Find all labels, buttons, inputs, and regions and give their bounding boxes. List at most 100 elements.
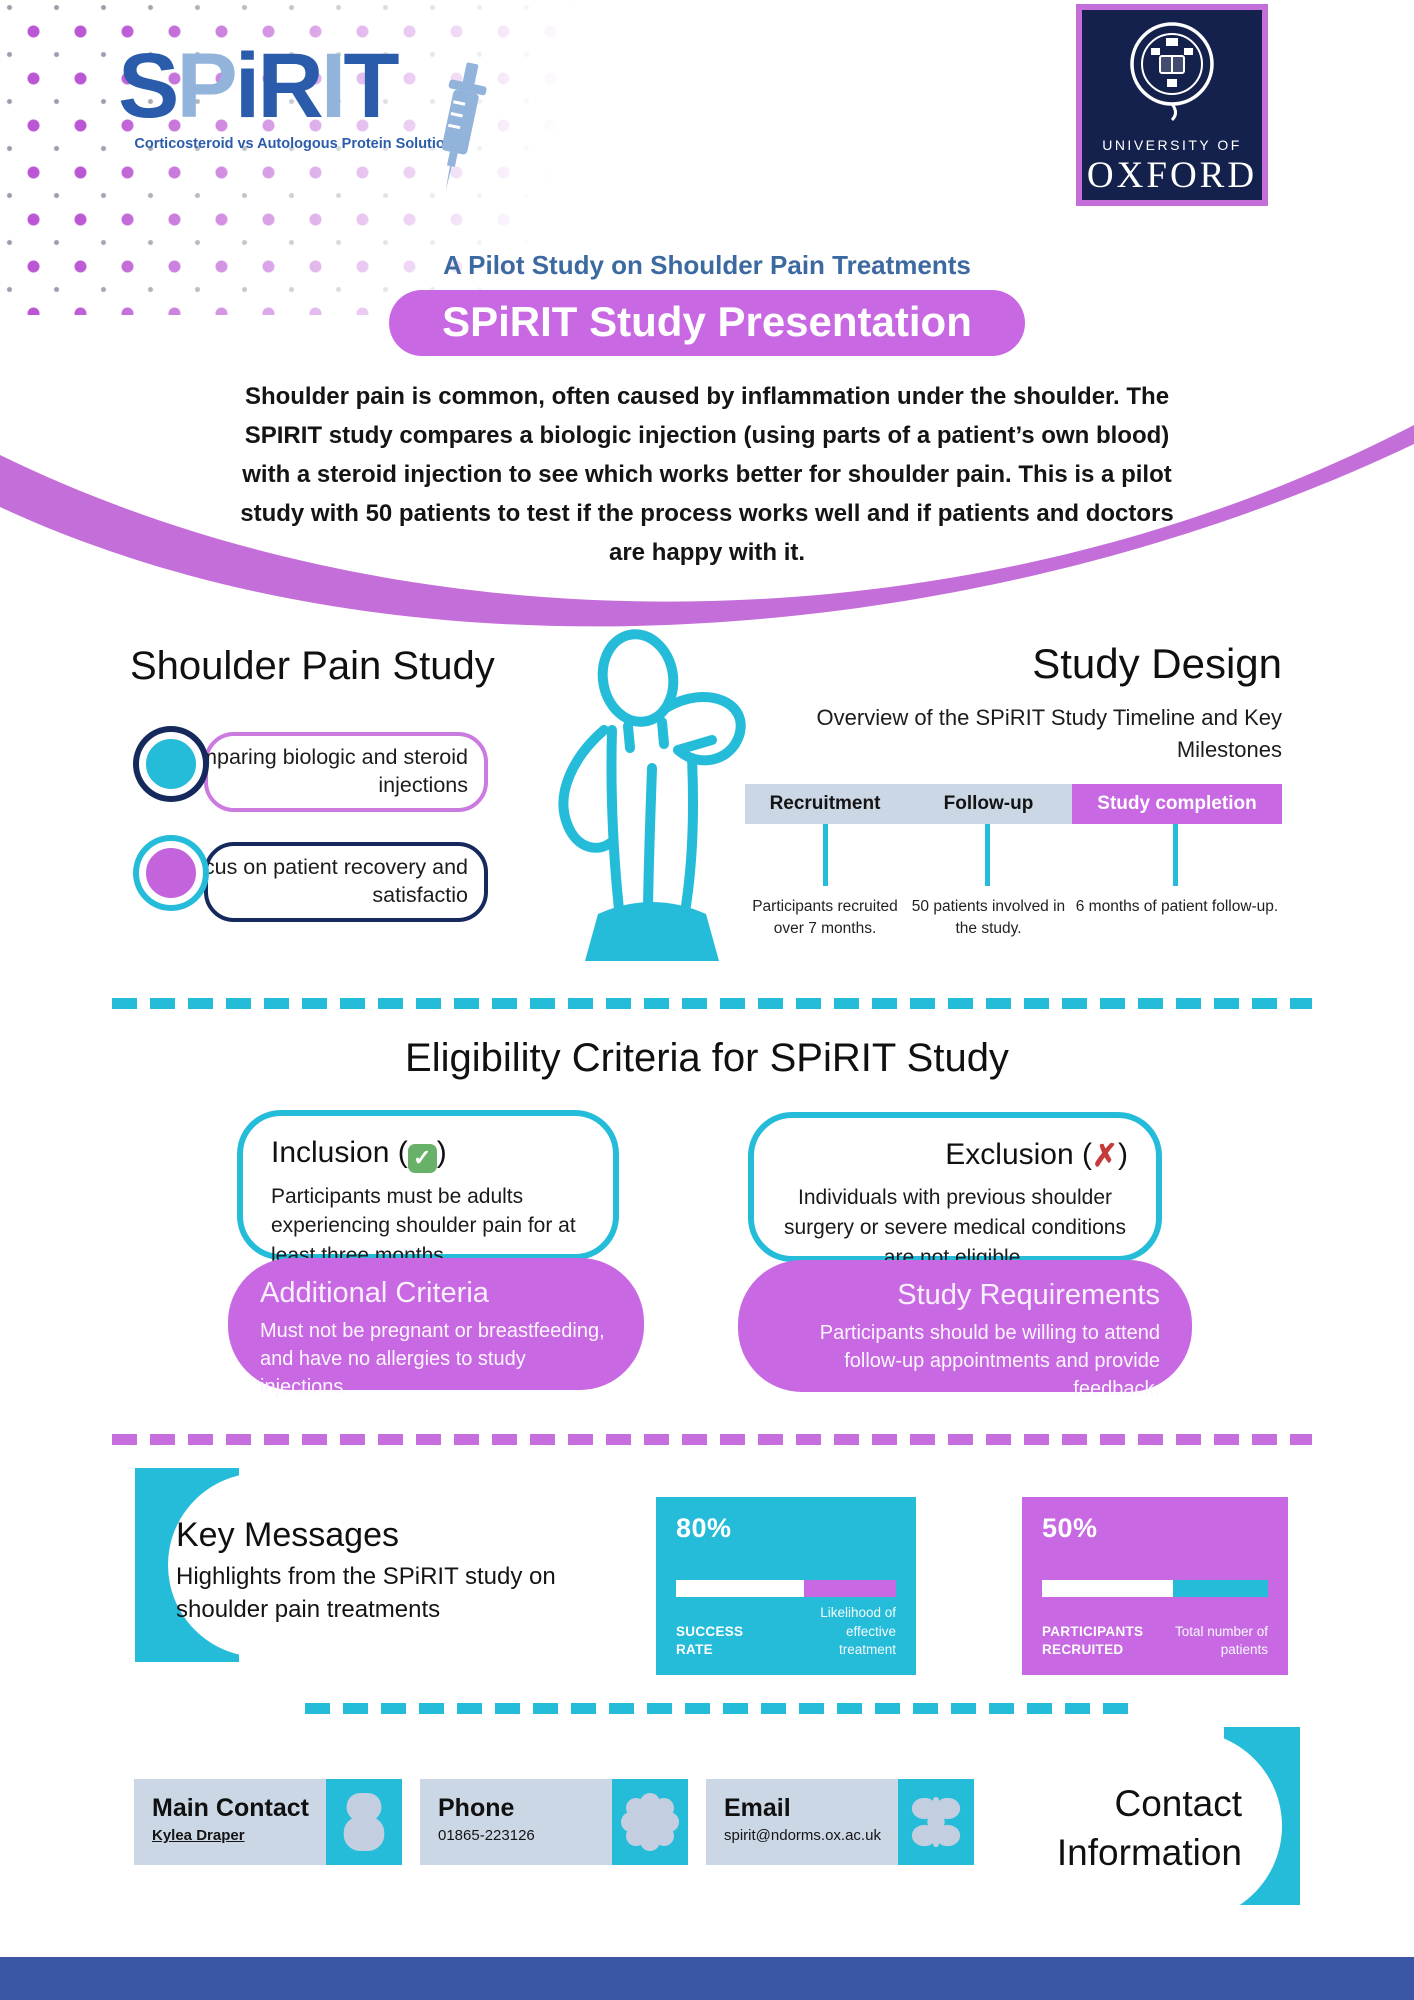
- check-icon: ✓: [407, 1143, 437, 1173]
- main-contact-link[interactable]: Kylea Draper: [152, 1827, 245, 1844]
- progress-bar-rest: [803, 1580, 896, 1597]
- study-timeline: Recruitment Follow-up Study completion P…: [745, 784, 1282, 944]
- spirit-logo-text: SPiRIT: [118, 40, 478, 132]
- intro-paragraph: Shoulder pain is common, often caused by…: [240, 383, 1174, 566]
- study-requirements-body: Participants should be willing to attend…: [819, 1322, 1160, 1400]
- cyan-bullet-circle: [139, 732, 203, 796]
- logo-letter: T: [343, 35, 399, 137]
- contact-information-heading: Contact Information: [1056, 1783, 1242, 1873]
- stat-footer: PARTICIPANTS RECRUITED Total number of p…: [1042, 1623, 1268, 1659]
- dot-pattern-decoration: [0, 0, 580, 315]
- contact-box-email: Email spirit@ndorms.ox.ac.uk: [706, 1779, 974, 1865]
- inclusion-title-text: Inclusion: [271, 1136, 398, 1169]
- exclusion-card: Exclusion (✗) Individuals with previous …: [748, 1112, 1162, 1269]
- study-point-1-label: Comparing biologic and steroid injection…: [171, 745, 468, 797]
- logo-letter-bone: P: [176, 35, 237, 137]
- additional-criteria-title: Additional Criteria: [260, 1277, 489, 1309]
- exclusion-title-text: Exclusion: [945, 1138, 1083, 1171]
- dashed-separator: [112, 998, 1312, 1009]
- contact-box-icon-tile: [612, 1779, 688, 1865]
- progress-bar: [676, 1580, 896, 1597]
- contact-box-phone: Phone 01865-223126: [420, 1779, 688, 1865]
- timeline-tick: [823, 824, 828, 886]
- clover-icon: [911, 1796, 961, 1848]
- paren: (: [1082, 1138, 1093, 1171]
- contact-box-text: Main Contact Kylea Draper: [134, 1779, 402, 1859]
- inclusion-title: Inclusion (✓): [271, 1136, 585, 1173]
- purple-bullet-circle: [139, 841, 203, 905]
- contact-box-icon-tile: [898, 1779, 974, 1865]
- stat-card-success-rate: 80% SUCCESS RATE Likelihood of effective…: [656, 1497, 916, 1675]
- study-requirements-pill: Study Requirements Participants should b…: [738, 1260, 1192, 1400]
- stat-card-participants: 50% PARTICIPANTS RECRUITED Total number …: [1022, 1497, 1288, 1675]
- spirit-logo: SPiRIT Corticosteroid vs Autologous Prot…: [118, 40, 487, 191]
- additional-criteria-body: Must not be pregnant or breastfeeding, a…: [260, 1320, 605, 1398]
- study-design-block: Study Design Overview of the SPiRIT Stud…: [762, 640, 1282, 766]
- oxford-line2: OXFORD: [1086, 155, 1258, 196]
- flower-icon: [621, 1793, 679, 1851]
- timeline-tick: [985, 824, 990, 886]
- oxford-line1: UNIVERSITY OF: [1102, 137, 1242, 153]
- logo-letter: R: [257, 35, 323, 137]
- cross-icon: ✗: [1092, 1138, 1118, 1173]
- shoulder-pain-person-icon: [558, 629, 746, 961]
- progress-bar-fill: [676, 1580, 804, 1597]
- paren: (: [397, 1136, 408, 1169]
- page-title: SPiRIT Study Presentation: [389, 290, 1025, 356]
- contact-box-main-contact: Main Contact Kylea Draper: [134, 1779, 402, 1865]
- syringe-icon: [441, 62, 487, 191]
- logo-letter-bone: I: [320, 35, 347, 137]
- paren: ): [1118, 1138, 1128, 1171]
- key-messages-heading: Key Messages: [176, 1516, 399, 1554]
- progress-bar: [1042, 1580, 1268, 1597]
- page-subtitle: A Pilot Study on Shoulder Pain Treatment…: [443, 250, 971, 280]
- logo-letter: S: [118, 35, 179, 137]
- contact-box-title: Main Contact: [152, 1794, 309, 1822]
- study-point-2-label: Focus on patient recovery and satisfacti…: [178, 855, 468, 907]
- contact-box-title: Email: [724, 1794, 791, 1822]
- contact-box-icon-tile: [326, 1779, 402, 1865]
- dashed-separator: [112, 1434, 1312, 1445]
- dashed-separator: [305, 1703, 1137, 1714]
- study-requirements-title: Study Requirements: [897, 1279, 1160, 1311]
- progress-bar-rest: [1173, 1580, 1268, 1597]
- stat-label: PARTICIPANTS RECRUITED: [1042, 1623, 1144, 1657]
- study-point-2: Focus on patient recovery and satisfacti…: [179, 842, 488, 922]
- stat-value: 80%: [676, 1513, 732, 1543]
- timeline-header-row: Recruitment Follow-up Study completion: [745, 784, 1282, 824]
- contact-box-text: Email spirit@ndorms.ox.ac.uk: [706, 1779, 974, 1859]
- stat-footer: SUCCESS RATE Likelihood of effective tre…: [676, 1604, 896, 1659]
- logo-letter: i: [234, 35, 261, 137]
- oxford-crest-icon: [1130, 22, 1214, 122]
- stat-caption: Total number of patients: [1174, 1623, 1268, 1657]
- exclusion-title: Exclusion (✗): [782, 1138, 1128, 1174]
- person-blob-icon: [343, 1793, 385, 1851]
- stat-label: SUCCESS RATE: [676, 1623, 744, 1657]
- study-point-1: Comparing biologic and steroid injection…: [172, 732, 488, 812]
- timeline-desc-completion: 6 months of patient follow-up.: [1075, 898, 1279, 915]
- key-messages-subheading: Highlights from the SPiRIT study on shou…: [176, 1563, 556, 1624]
- study-design-subtitle: Overview of the SPiRIT Study Timeline an…: [816, 705, 1282, 762]
- inclusion-card: Inclusion (✓) Participants must be adult…: [237, 1110, 619, 1267]
- email-address: spirit@ndorms.ox.ac.uk: [724, 1827, 881, 1844]
- shoulder-pain-study-heading: Shoulder Pain Study: [130, 644, 495, 688]
- timeline-stage-recruitment: Recruitment: [745, 784, 905, 824]
- timeline-stage-followup: Follow-up: [905, 784, 1072, 824]
- phone-number: 01865-223126: [438, 1827, 535, 1844]
- timeline-desc-followup: 50 patients involved in the study.: [911, 898, 1066, 938]
- logo-tagline: Corticosteroid vs Autologous Protein Sol…: [134, 136, 454, 152]
- additional-criteria-pill: Additional Criteria Must not be pregnant…: [228, 1258, 644, 1398]
- timeline-tick: [1173, 824, 1178, 886]
- timeline-stage-completion: Study completion: [1072, 784, 1282, 824]
- footer-bar: [0, 1957, 1414, 2000]
- progress-bar-fill: [1042, 1580, 1174, 1597]
- study-design-heading: Study Design: [1032, 640, 1282, 687]
- crescent-decoration-right: [1224, 1727, 1300, 1905]
- eligibility-heading: Eligibility Criteria for SPiRIT Study: [405, 1036, 1009, 1080]
- oxford-logo: UNIVERSITY OF OXFORD: [1076, 4, 1268, 206]
- paren: ): [436, 1136, 447, 1169]
- stat-value: 50%: [1042, 1513, 1098, 1543]
- crescent-decoration-left: [135, 1468, 239, 1662]
- contact-box-title: Phone: [438, 1794, 515, 1822]
